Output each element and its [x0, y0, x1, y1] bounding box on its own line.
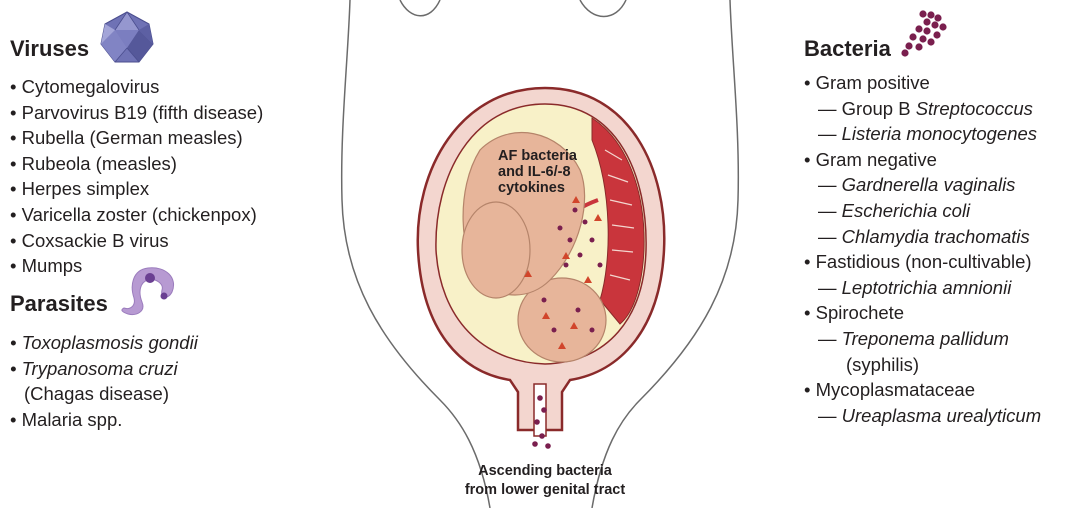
list-item: — Chlamydia trachomatis — [804, 224, 1041, 250]
breast-outline — [400, 0, 440, 16]
list-item: Toxoplasmosis gondii — [10, 330, 198, 356]
list-item: — Leptotrichia amnionii — [804, 275, 1041, 301]
group-label: Fastidious (non-cultivable) — [804, 249, 1041, 275]
viruses-list: Cytomegalovirus Parvovirus B19 (fifth di… — [10, 74, 263, 279]
list-item: Varicella zoster (chickenpox) — [10, 202, 263, 228]
list-item: Coxsackie B virus — [10, 228, 263, 254]
viruses-heading: Viruses — [10, 32, 263, 66]
bacteria-panel: Bacteria Gram positive — Group B Strepto… — [804, 10, 1041, 428]
parasites-panel: Parasites Toxoplasmosis gondii Trypanoso… — [10, 290, 198, 432]
list-item: — Escherichia coli — [804, 198, 1041, 224]
parasite-icon — [118, 264, 182, 318]
list-item: Rubella (German measles) — [10, 125, 263, 151]
bacteria-heading: Bacteria — [804, 36, 1041, 62]
list-item-note: (syphilis) — [804, 352, 1041, 378]
af-bacteria-label: AF bacteria and IL-6/-8 cytokines — [498, 148, 608, 196]
list-item: — Ureaplasma urealyticum — [804, 403, 1041, 429]
viruses-title: Viruses — [10, 36, 89, 62]
list-item: Cytomegalovirus — [10, 74, 263, 100]
parasites-heading: Parasites — [10, 290, 198, 318]
list-item: Rubeola (measles) — [10, 151, 263, 177]
group-label: Gram positive — [804, 70, 1041, 96]
list-item: Trypanosoma cruzi — [10, 356, 198, 382]
bacteria-title: Bacteria — [804, 36, 891, 62]
group-label: Mycoplasmataceae — [804, 377, 1041, 403]
list-item: — Group B Streptococcus — [804, 96, 1041, 122]
bacteria-list: Gram positive — Group B Streptococcus — … — [804, 70, 1041, 428]
bacteria-icon — [901, 9, 951, 59]
list-item: — Treponema pallidum — [804, 326, 1041, 352]
group-label: Spirochete — [804, 300, 1041, 326]
list-item: Parvovirus B19 (fifth disease) — [10, 100, 263, 126]
list-item: Malaria spp. — [10, 407, 198, 433]
uterus-illustration — [330, 0, 750, 508]
list-item: — Listeria monocytogenes — [804, 121, 1041, 147]
viruses-panel: Viruses Cytomegalovirus Parvovirus B19 (… — [10, 32, 263, 279]
list-item-note: (Chagas disease) — [10, 381, 198, 407]
breast-outline — [580, 0, 626, 17]
parasites-title: Parasites — [10, 291, 108, 317]
parasites-list: Toxoplasmosis gondii Trypanosoma cruzi (… — [10, 330, 198, 432]
figure-caption: Ascending bacteria from lower genital tr… — [420, 462, 670, 500]
list-item: — Gardnerella vaginalis — [804, 172, 1041, 198]
group-label: Gram negative — [804, 147, 1041, 173]
virus-icon — [99, 10, 155, 66]
list-item: Herpes simplex — [10, 176, 263, 202]
